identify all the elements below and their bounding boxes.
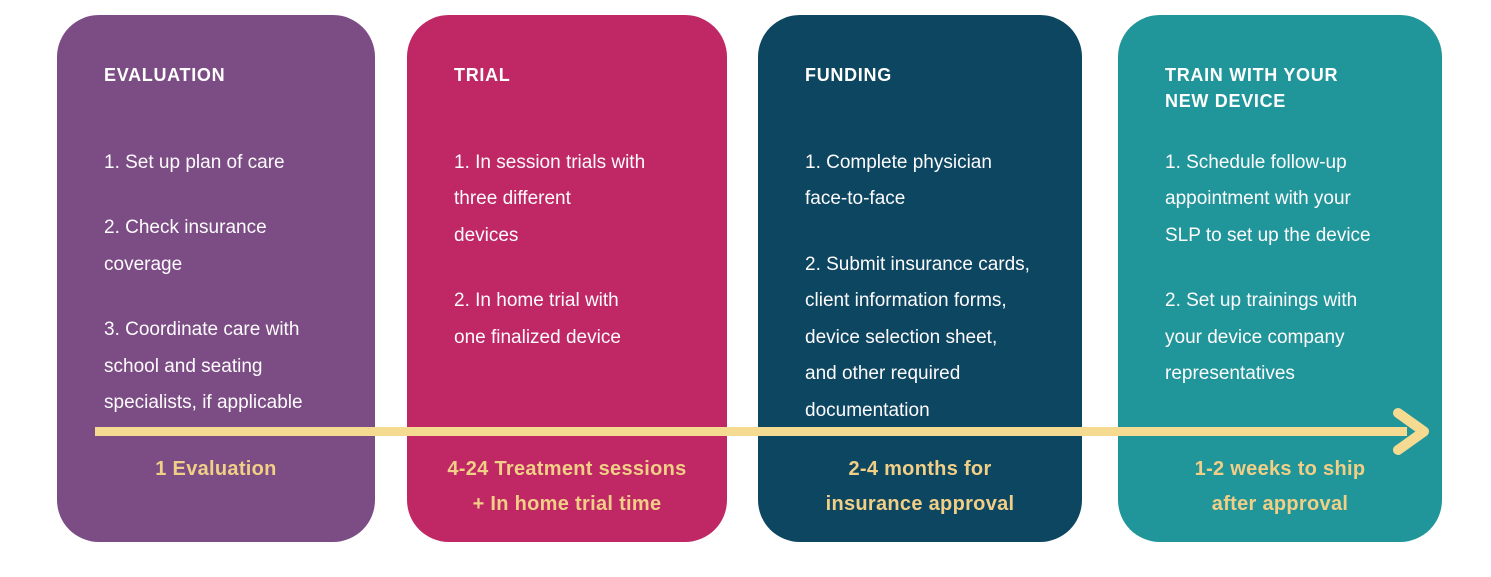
stage-title: TRIAL [454,65,511,85]
stage-duration-label: 4-24 Treatment sessions + In home trial … [447,458,687,515]
stage-title: EVALUATION [104,65,226,85]
stage-step: 2. Set up trainings with your device com… [1165,290,1358,385]
stage-steps: 1. Schedule follow-up appointment with y… [1165,145,1420,393]
stage-step: 1. Schedule follow-up appointment with y… [1165,152,1371,246]
stage-steps: 1. Complete physician face-to-face 2. Su… [805,145,1060,429]
stage-card-trial: TRIAL 1. In session trials with three di… [407,15,727,542]
stage-step: 1. Set up plan of care [104,152,285,173]
stage-step: 2. Check insurance coverage [104,217,267,275]
stage-card-funding: FUNDING 1. Complete physician face-to-fa… [758,15,1082,542]
stage-step: 1. In session trials with three differen… [454,152,646,246]
stage-duration-label: 2-4 months for insurance approval [825,458,1015,515]
stage-title: FUNDING [805,65,892,85]
stage-step: 2. Submit insurance cards, client inform… [805,253,1030,421]
stage-title: TRAIN WITH YOUR NEW DEVICE [1165,65,1339,112]
stage-step: 2. In home trial with one finalized devi… [454,290,621,348]
stage-step: 3. Coordinate care with school and seati… [104,319,303,414]
stage-duration-label: 1-2 weeks to ship after approval [1194,458,1366,515]
stage-duration-label: 1 Evaluation [155,458,277,480]
stage-steps: 1. Set up plan of care 2. Check insuranc… [104,145,353,422]
stage-card-evaluation: EVALUATION 1. Set up plan of care 2. Che… [57,15,375,542]
stage-steps: 1. In session trials with three differen… [454,145,705,356]
stage-card-train-with-new-device: TRAIN WITH YOUR NEW DEVICE 1. Schedule f… [1118,15,1442,542]
stage-step: 1. Complete physician face-to-face [805,152,992,210]
